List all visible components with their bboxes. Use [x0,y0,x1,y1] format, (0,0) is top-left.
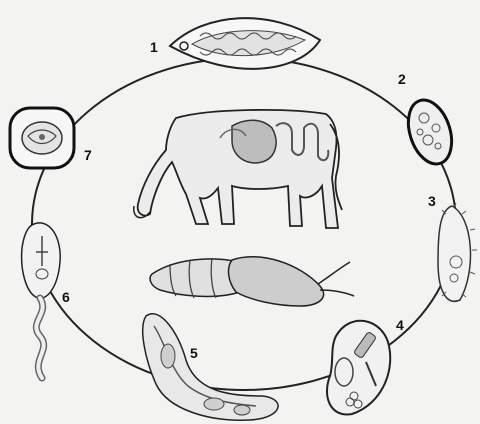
stage-label-7: 7 [84,147,92,163]
stage-7-metacercaria [10,108,74,168]
stage-label-3: 3 [428,193,436,209]
stage-label-4: 4 [396,317,404,333]
stage-label-5: 5 [190,345,198,361]
stage-label-1: 1 [150,39,158,55]
stage-label-2: 2 [398,71,406,87]
stage-label-6: 6 [62,289,70,305]
